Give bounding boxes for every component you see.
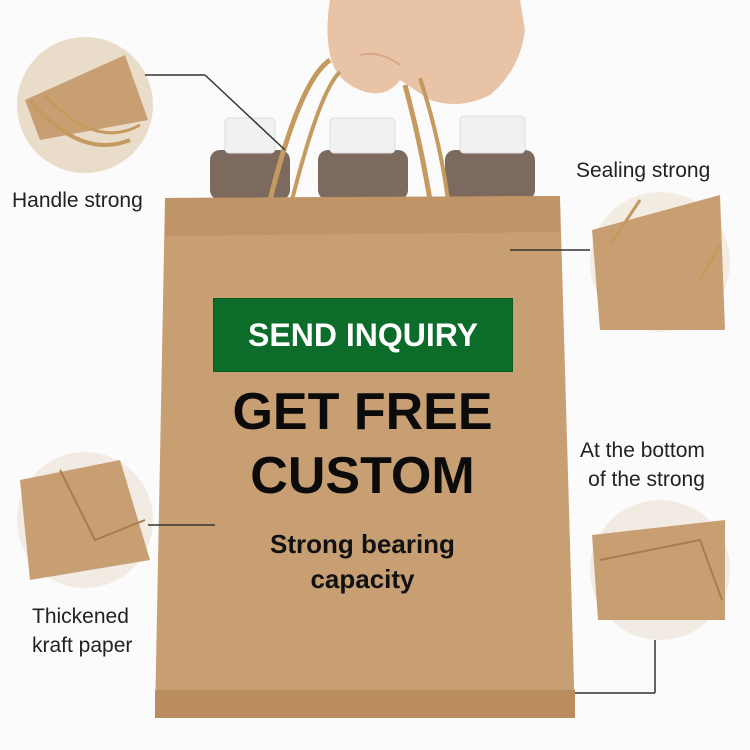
callout-handle-text: Handle strong xyxy=(12,189,143,212)
subline-line2: capacity xyxy=(310,564,415,594)
callout-bottom-line2: of the strong xyxy=(588,468,705,491)
callout-sealing: Sealing strong xyxy=(576,156,710,185)
hand xyxy=(327,0,525,104)
send-inquiry-label: SEND INQUIRY xyxy=(248,316,478,353)
callout-paper-line2: kraft paper xyxy=(32,634,133,657)
subline-line1: Strong bearing xyxy=(270,529,455,559)
callout-paper: Thickened kraft paper xyxy=(32,602,132,660)
callout-paper-line1: Thickened xyxy=(32,605,129,628)
headline-line1: GET FREE xyxy=(232,383,493,441)
callout-bottom: At the bottom of the strong xyxy=(580,436,705,494)
headline-line2: CUSTOM xyxy=(250,447,475,505)
callout-handle: Handle strong xyxy=(12,186,143,215)
bottles xyxy=(210,115,535,200)
callout-bottom-line1: At the bottom xyxy=(580,439,705,462)
send-inquiry-button[interactable]: SEND INQUIRY xyxy=(213,298,513,372)
callout-sealing-text: Sealing strong xyxy=(576,159,711,182)
